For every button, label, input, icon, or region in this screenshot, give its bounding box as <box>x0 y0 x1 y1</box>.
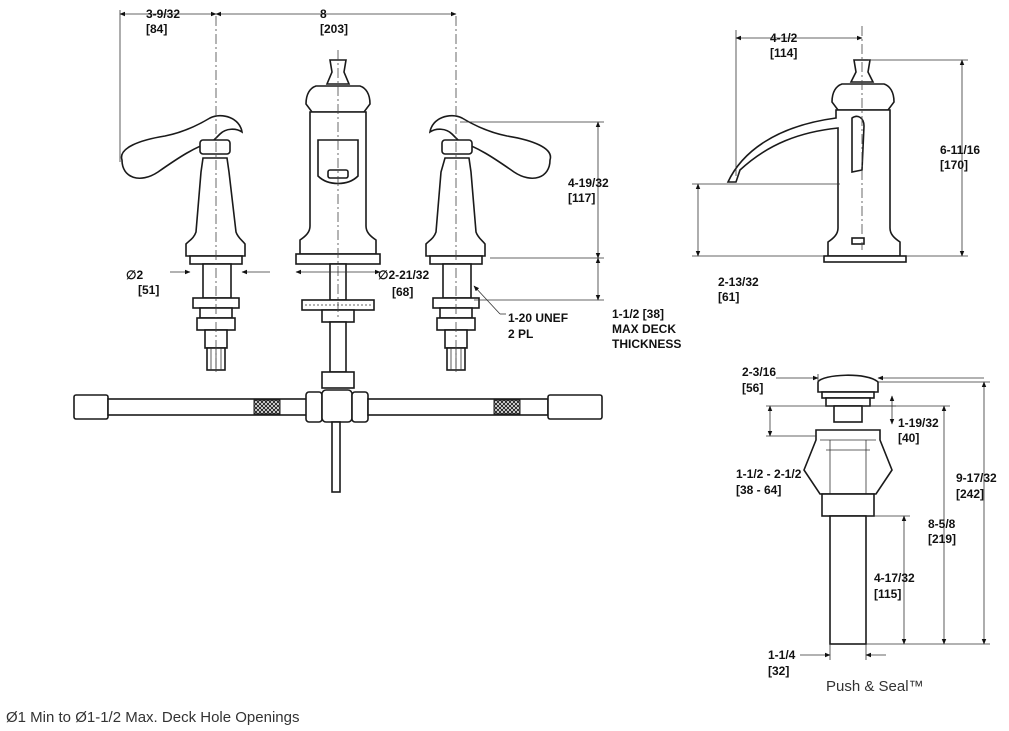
front-view: 3-9/32 [84] 8 [203] 4-19/32 [117] 1-1/2 … <box>73 7 681 493</box>
side-view: 4-1/2 [114] 6-11/16 [170] 2-13/32 [61] <box>692 26 980 304</box>
thread-leader <box>473 285 501 315</box>
center-spout <box>295 59 381 389</box>
left-handle-valve <box>120 114 246 371</box>
deck-note-line3: THICKNESS <box>612 337 681 351</box>
dim-handle-base-dia-imperial: ∅2 <box>126 268 143 282</box>
dim-deck-range-imperial: 1-1/2 - 2-1/2 <box>736 467 802 481</box>
dim-overall-height-imperial: 6-11/16 <box>940 143 980 157</box>
dim-tail-metric: [115] <box>874 587 901 601</box>
dim-overall-height-metric: [170] <box>940 158 968 172</box>
thread-note-line2: 2 PL <box>508 327 533 341</box>
dim-deck-range-metric: [38 - 64] <box>736 483 781 497</box>
supply-hoses <box>73 389 603 493</box>
dim-spout-height-metric: [61] <box>718 290 739 304</box>
dim-cap-dia-metric: [56] <box>742 381 763 395</box>
dim-spout-reach-imperial: 4-1/2 <box>770 31 798 45</box>
dim-handle-offset-metric: [84] <box>146 22 167 36</box>
dim-total-metric: [242] <box>956 487 984 501</box>
dim-spout-reach-metric: [114] <box>770 46 797 60</box>
dim-total-imperial: 9-17/32 <box>956 471 997 485</box>
dim-handle-height-metric: [117] <box>568 191 595 205</box>
deck-note-line1: 1-1/2 [38] <box>612 307 664 321</box>
dim-body-metric: [219] <box>928 532 956 546</box>
deck-note-line2: MAX DECK <box>612 322 676 336</box>
dim-spout-height-imperial: 2-13/32 <box>718 275 759 289</box>
dim-handle-base-dia-metric: [51] <box>138 283 159 297</box>
dim-spout-base-dia-metric: [68] <box>392 285 413 299</box>
dim-body-imperial: 8-5/8 <box>928 517 956 531</box>
right-handle-valve <box>425 114 552 371</box>
dim-center-spread-imperial: 8 <box>320 7 327 21</box>
dim-handle-height-imperial: 4-19/32 <box>568 176 609 190</box>
deck-hole-footnote: Ø1 Min to Ø1-1/2 Max. Deck Hole Openings <box>6 709 300 726</box>
dim-center-spread-metric: [203] <box>320 22 348 36</box>
dim-tail-dia-imperial: 1-1/4 <box>768 648 796 662</box>
dim-flange-imperial: 1-19/32 <box>898 416 939 430</box>
dim-cap-dia-imperial: 2-3/16 <box>742 365 776 379</box>
dim-tail-dia-metric: [32] <box>768 664 789 678</box>
dim-spout-base-dia-imperial: ∅2-21/32 <box>378 268 429 282</box>
dim-flange-metric: [40] <box>898 431 919 445</box>
drain-caption: Push & Seal™ <box>826 678 924 695</box>
dim-handle-offset-imperial: 3-9/32 <box>146 7 180 21</box>
thread-note-line1: 1-20 UNEF <box>508 311 568 325</box>
drain-view: 2-3/16 [56] 1-19/32 [40] 1-1/2 - 2-1/2 [… <box>736 365 997 678</box>
dim-tail-imperial: 4-17/32 <box>874 571 915 585</box>
